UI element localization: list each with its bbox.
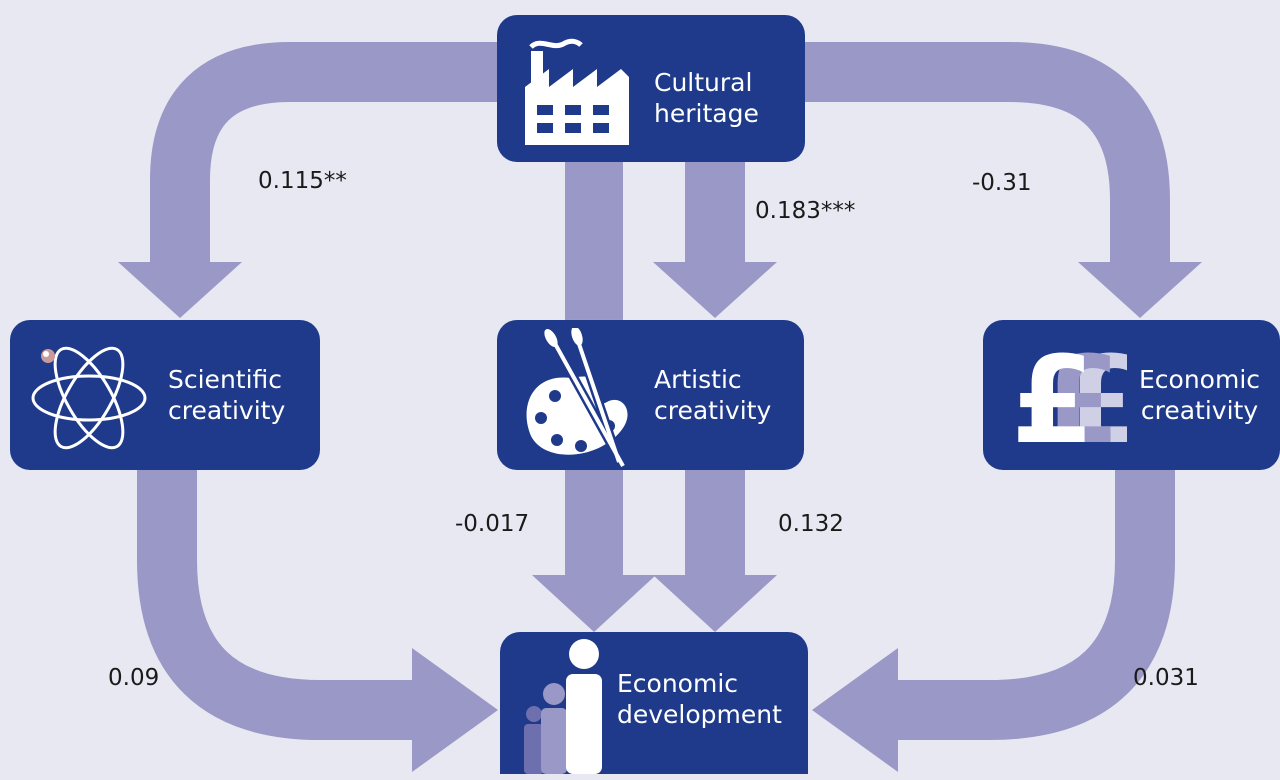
node-cultural-heritage: Cultural heritage <box>497 15 805 162</box>
atom-icon <box>31 346 147 450</box>
label-line1: Economic <box>1139 365 1261 394</box>
label-line2: heritage <box>654 99 759 128</box>
coef-heritage-to-artistic: 0.183*** <box>755 198 856 224</box>
coef-artistic-to-development: 0.132 <box>778 511 844 537</box>
arrowhead-scientific-to-development <box>412 648 498 772</box>
factory-icon <box>525 38 629 145</box>
node-label: Cultural heritage <box>654 67 759 129</box>
label-line1: Economic <box>617 669 739 698</box>
coef-economic-to-development: 0.031 <box>1133 665 1199 691</box>
node-artistic-creativity: Artistic creativity <box>497 320 804 470</box>
arrow-heritage-to-economic <box>805 42 1170 262</box>
label-line2: creativity <box>654 396 772 425</box>
svg-text:£: £ <box>1059 334 1127 454</box>
label-line1: Cultural <box>654 68 753 97</box>
node-label: Artistic creativity <box>654 364 771 426</box>
node-label: Scientific creativity <box>168 364 285 426</box>
node-label: Economic development <box>617 668 782 730</box>
arrow-economic-to-development <box>895 470 1175 740</box>
arrowhead-economic-to-development <box>812 648 898 772</box>
arrowhead-scientific <box>118 262 242 318</box>
palette-icon <box>526 328 628 468</box>
arrowhead-artistic-to-development <box>653 575 777 632</box>
arrow-scientific-to-development <box>137 470 415 740</box>
node-economic-creativity: £ £ £ Economic creativity <box>983 320 1280 470</box>
coef-heritage-to-scientific: 0.115** <box>258 168 347 194</box>
node-label: Economic creativity <box>1139 364 1260 426</box>
coef-heritage-to-development: -0.017 <box>455 511 530 537</box>
coef-scientific-to-development: 0.09 <box>108 665 160 691</box>
arrow-heritage-to-scientific <box>150 42 500 262</box>
label-line1: Artistic <box>654 365 742 394</box>
arrowhead-economic <box>1078 262 1202 318</box>
svg-text:£: £ <box>1037 334 1121 454</box>
label-line2: development <box>617 700 782 729</box>
label-line1: Scientific <box>168 365 283 394</box>
label-line2: creativity <box>168 396 286 425</box>
node-economic-development: Economic development <box>500 632 808 774</box>
coef-heritage-to-economic: -0.31 <box>972 170 1032 196</box>
pound-icon: £ £ £ <box>1011 334 1127 454</box>
arrowhead-artistic <box>653 262 777 318</box>
arrowhead-heritage-to-development <box>532 575 656 632</box>
svg-text:£: £ <box>1011 334 1095 454</box>
family-icon <box>524 639 602 774</box>
label-line2: creativity <box>1140 396 1259 425</box>
node-scientific-creativity: Scientific creativity <box>10 320 320 470</box>
